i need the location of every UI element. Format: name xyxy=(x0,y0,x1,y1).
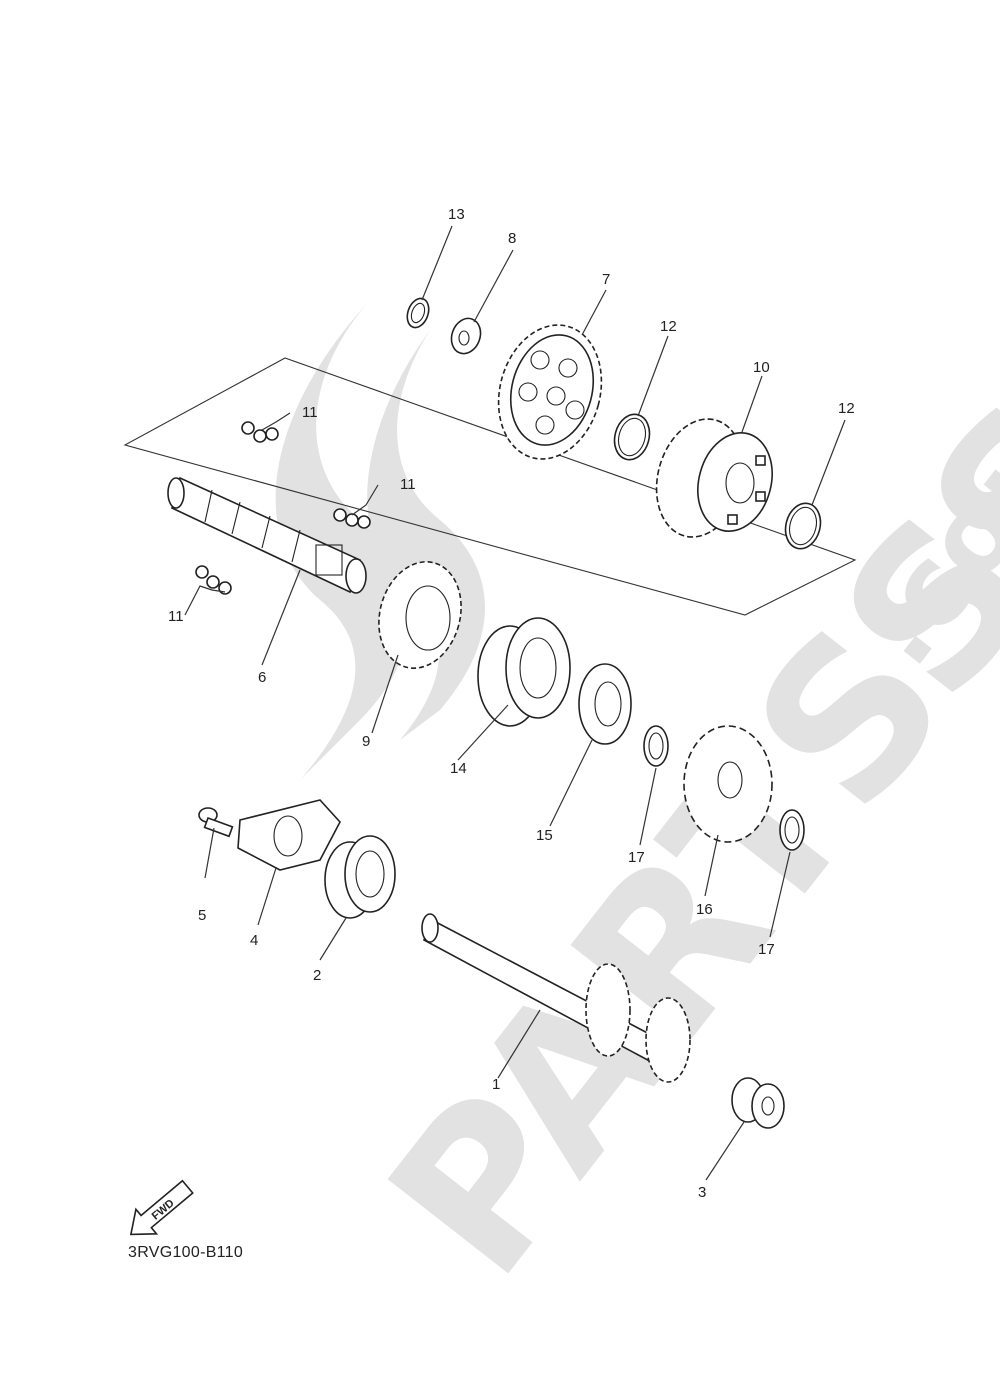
callout-3: 3 xyxy=(698,1184,706,1201)
callout-12: 12 xyxy=(660,318,677,335)
callout-8: 8 xyxy=(508,230,516,247)
callout-1: 1 xyxy=(492,1076,500,1093)
part-3-collar xyxy=(731,1077,785,1129)
part-1-main-axle xyxy=(421,913,691,1083)
part-6-shaft xyxy=(167,476,367,594)
callout-9: 9 xyxy=(362,733,370,750)
part-17-circlip-lower xyxy=(779,809,805,851)
part-5-bolt xyxy=(198,807,234,838)
callout-13: 13 xyxy=(448,206,465,223)
callout-4: 4 xyxy=(250,932,258,949)
callout-10: 10 xyxy=(753,359,770,376)
part-10-gear xyxy=(655,418,773,538)
assembly-outline xyxy=(123,357,857,616)
callout-17: 17 xyxy=(628,849,645,866)
part-7-gear xyxy=(497,324,603,460)
part-2-bearing xyxy=(324,835,396,919)
callout-5: 5 xyxy=(198,907,206,924)
leader-lines xyxy=(184,225,846,1181)
callout-16: 16 xyxy=(696,901,713,918)
part-9-gear xyxy=(378,561,462,669)
part-12-circlip-upper xyxy=(613,413,651,461)
callout-labels: 13 8 7 12 10 12 11 11 11 6 9 14 15 17 16… xyxy=(168,206,855,1201)
callout-14: 14 xyxy=(450,760,467,777)
part-12-circlip-lower xyxy=(784,502,822,550)
fwd-arrow-icon: FWD xyxy=(129,1179,194,1236)
diagram-code: 3RVG100-B110 xyxy=(128,1244,244,1261)
callout-12: 12 xyxy=(838,400,855,417)
part-14-bearing xyxy=(477,617,571,727)
part-11-balls xyxy=(195,421,371,595)
part-8-washer xyxy=(450,317,482,355)
callout-11: 11 xyxy=(168,608,184,625)
callout-15: 15 xyxy=(536,827,553,844)
part-17-circlip-upper xyxy=(643,725,669,767)
part-16-sprocket xyxy=(683,725,773,843)
callout-17: 17 xyxy=(758,941,775,958)
callout-11: 11 xyxy=(302,404,318,421)
callout-6: 6 xyxy=(258,669,266,686)
part-13-circlip xyxy=(406,297,430,329)
callout-2: 2 xyxy=(313,967,321,984)
part-15-oil-seal xyxy=(578,663,632,745)
part-4-plate xyxy=(237,799,341,871)
callout-7: 7 xyxy=(602,271,610,288)
callout-11: 11 xyxy=(400,476,416,493)
